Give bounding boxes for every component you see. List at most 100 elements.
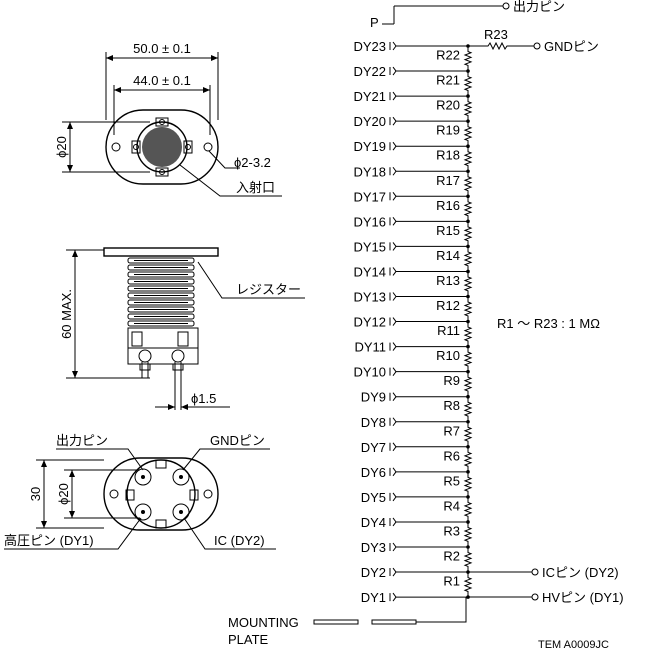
resistor-label: R17 [436, 173, 460, 188]
resistor-label: R5 [443, 473, 460, 488]
divider-resistor [463, 296, 473, 322]
stack-resistor [127, 257, 195, 264]
dim-base-phi20: ϕ20 [56, 483, 71, 505]
resistor-label: R7 [443, 423, 460, 438]
resistor-label: R20 [436, 98, 460, 113]
stack-resistor [127, 299, 195, 306]
window-circle [136, 121, 188, 173]
divider-resistor [463, 196, 473, 222]
dynode-label: DY17 [353, 189, 386, 204]
stack-resistor [127, 278, 195, 285]
label-ic-pin: IC (DY2) [214, 533, 265, 548]
dim-diameter-20: ϕ20 [54, 136, 69, 158]
base-flange-oval [103, 457, 219, 531]
dynode-label: DY22 [353, 64, 386, 79]
resistor-label: R6 [443, 448, 460, 463]
divider-resistor [463, 471, 473, 497]
dim-base-30: 30 [28, 487, 43, 501]
dynode-chain: DY23DY22DY21DY20DY19DY18DY17DY16DY15DY14… [353, 39, 473, 605]
resistor-label: R22 [436, 48, 460, 63]
dynode-terminal [389, 66, 397, 76]
divider-resistor [463, 496, 473, 522]
doc-code: TEM A0009JC [538, 639, 609, 651]
label-gnd-pin: GNDピン [210, 433, 265, 448]
dynode-terminal [389, 392, 397, 401]
dim-width-inner: 44.0 ± 0.1 [133, 73, 191, 88]
resistor-label: R15 [436, 223, 460, 238]
divider-resistor [463, 371, 473, 397]
dynode-label: DY15 [353, 239, 386, 254]
label-plate: PLATE [228, 632, 269, 647]
label-r23: R23 [484, 27, 508, 42]
divider-resistor [463, 96, 473, 122]
divider-resistor [463, 246, 473, 272]
dynode-terminal [389, 317, 397, 326]
divider-resistor [463, 121, 473, 147]
divider-resistor [463, 521, 473, 547]
dynode-terminal [389, 166, 397, 176]
dynode-terminal [389, 41, 397, 51]
stack-resistor [127, 264, 195, 271]
dynode-label: DY1 [361, 590, 386, 605]
divider-resistor [463, 71, 473, 97]
label-p: P [370, 15, 379, 30]
dynode-terminal [389, 542, 397, 552]
stack-resistor [127, 320, 195, 327]
dim-width-total: 50.0 ± 0.1 [133, 41, 191, 56]
dynode-label: DY5 [361, 490, 386, 505]
dynode-terminal [389, 342, 397, 351]
mount-hole-right [203, 142, 213, 152]
resistor-label: R19 [436, 123, 460, 138]
label-output-pin: 出力ピン [56, 433, 108, 448]
resistor-label: R1 [443, 574, 460, 589]
dynode-label: DY21 [353, 89, 386, 104]
dynode-label: DY10 [353, 365, 386, 380]
divider-resistor [463, 171, 473, 197]
dim-pin-diameter: ϕ1.5 [191, 391, 216, 406]
dynode-terminal [389, 91, 397, 101]
resistor-label: R9 [443, 373, 460, 388]
label-circuit-hv-pin: HVピン (DY1) [542, 590, 624, 605]
resistor-label: R12 [436, 298, 460, 313]
mount-hole-left [111, 142, 121, 152]
dynode-label: DY18 [353, 164, 386, 179]
divider-resistor [463, 572, 473, 598]
resistor-label: R10 [436, 348, 460, 363]
dynode-label: DY23 [353, 39, 386, 54]
dynode-label: DY6 [361, 465, 386, 480]
resistor-label: R14 [436, 248, 460, 263]
dynode-label: DY7 [361, 440, 386, 455]
divider-resistor [463, 321, 473, 347]
tube-flange-oval [105, 109, 219, 185]
dim-height-max: 60 MAX. [59, 289, 74, 339]
dynode-label: DY2 [361, 565, 386, 580]
divider-resistor [463, 446, 473, 472]
resistor-label: R2 [443, 549, 460, 564]
side-view: 60 MAX. レジスター ϕ1.5 [59, 247, 305, 410]
dynode-label: DY9 [361, 390, 386, 405]
resistor-label: R16 [436, 198, 460, 213]
divider-resistor [463, 547, 473, 573]
dynode-label: DY14 [353, 264, 386, 279]
stack-resistor [127, 313, 195, 320]
label-holes: ϕ2-3.2 [234, 155, 271, 170]
dynode-terminal [389, 116, 397, 126]
divider-resistor [463, 146, 473, 172]
label-hv-pin: 高圧ピン (DY1) [4, 533, 94, 548]
stack-resistor [127, 285, 195, 292]
divider-resistor [463, 396, 473, 422]
label-window: 入射口 [236, 180, 275, 195]
divider-circuit: P 出力ピン R23 GNDピン DY23DY22DY21DY20DY19DY1… [228, 0, 624, 651]
dynode-label: DY4 [361, 515, 386, 530]
dynode-terminal [389, 492, 397, 502]
dynode-label: DY16 [353, 214, 386, 229]
dynode-label: DY8 [361, 415, 386, 430]
dynode-label: DY11 [354, 340, 386, 355]
dynode-label: DY13 [353, 290, 386, 305]
dynode-terminal [389, 567, 397, 577]
dynode-terminal [389, 141, 397, 151]
dynode-terminal [389, 367, 397, 376]
dynode-terminal [389, 417, 397, 427]
label-circuit-output-pin: 出力ピン [513, 0, 565, 14]
base-view: 30 ϕ20 出力ピン GNDピン 高圧ピン (DY1) IC (DY2) [4, 433, 276, 550]
